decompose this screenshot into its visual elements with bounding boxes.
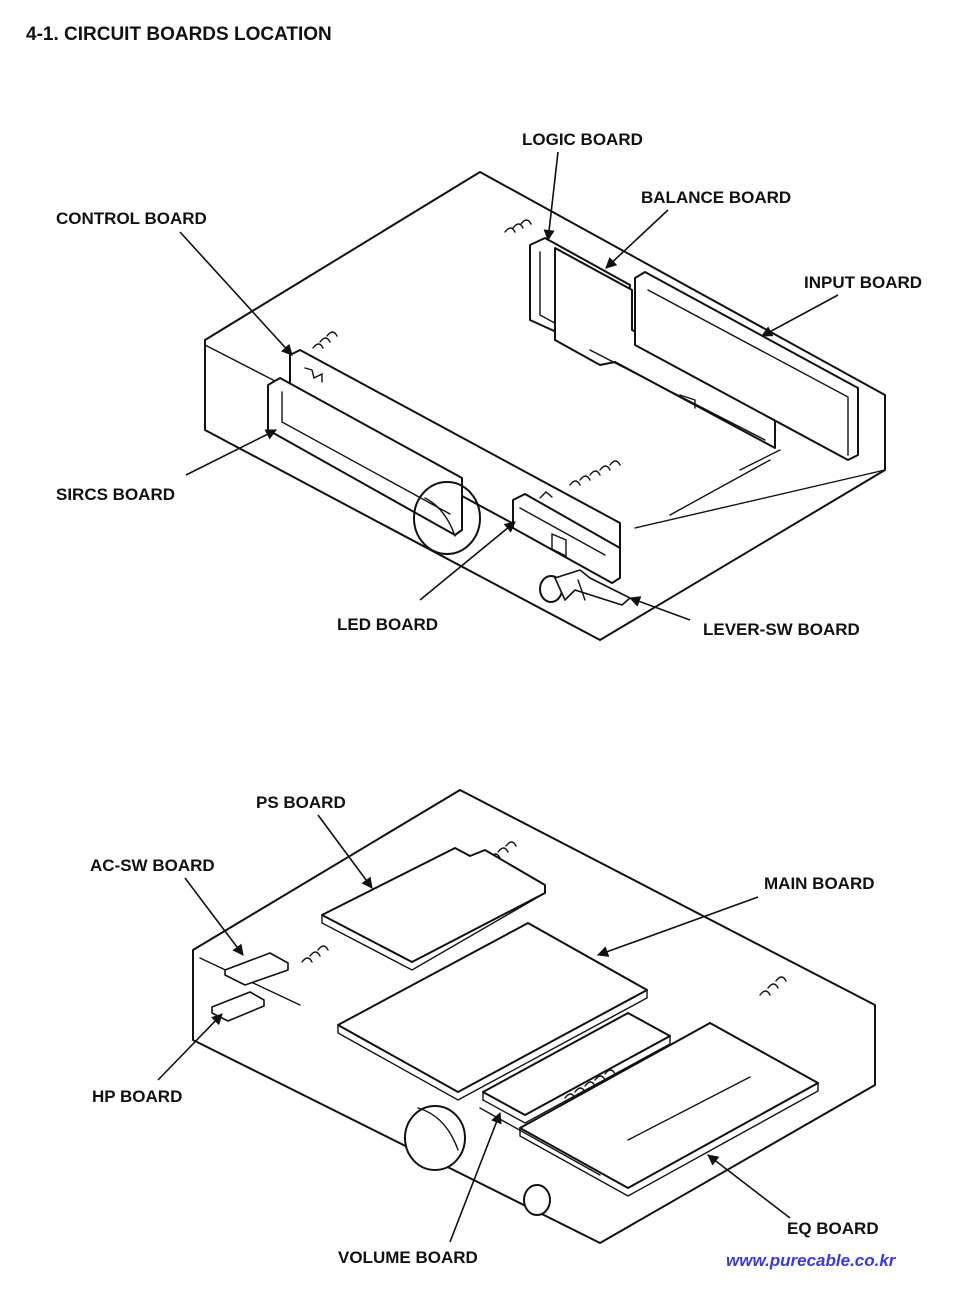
lever-sw-board bbox=[539, 569, 631, 606]
watermark-url: www.purecable.co.kr bbox=[726, 1251, 897, 1270]
ac-sw-board-label: AC-SW BOARD bbox=[90, 856, 215, 875]
hp-board-label: HP BOARD bbox=[92, 1087, 182, 1106]
lever-sw-board-label: LEVER-SW BOARD bbox=[703, 620, 860, 639]
logic-board-label: LOGIC BOARD bbox=[522, 130, 643, 149]
hp-board bbox=[211, 991, 265, 1022]
control-board-label: CONTROL BOARD bbox=[56, 209, 207, 228]
volume-knob bbox=[404, 1105, 466, 1171]
top-chassis-right-edge bbox=[634, 469, 886, 529]
main-board-label: MAIN BOARD bbox=[764, 874, 875, 893]
bottom-chassis-outline bbox=[192, 789, 876, 1244]
input-board bbox=[634, 271, 859, 461]
bottom-leader-lines bbox=[157, 814, 791, 1243]
top-unit-illustration bbox=[204, 171, 886, 641]
bottom-unit-illustration bbox=[192, 789, 876, 1244]
ps-board-label: PS BOARD bbox=[256, 793, 346, 812]
knob-circle bbox=[413, 481, 481, 555]
top-leader-lines bbox=[179, 151, 839, 621]
input-board-label: INPUT BOARD bbox=[804, 273, 922, 292]
volume-board bbox=[482, 1012, 671, 1124]
ps-board bbox=[321, 847, 546, 971]
volume-board-label: VOLUME BOARD bbox=[338, 1248, 478, 1267]
bottom-vent-marks bbox=[301, 841, 787, 996]
page-title: 4-1. CIRCUIT BOARDS LOCATION bbox=[26, 24, 332, 45]
balance-board-label: BALANCE BOARD bbox=[641, 188, 791, 207]
eq-board bbox=[519, 1022, 819, 1197]
sircs-board-label: SIRCS BOARD bbox=[56, 485, 175, 504]
small-knob bbox=[523, 1184, 551, 1216]
led-board-label: LED BOARD bbox=[337, 615, 438, 634]
ac-sw-board bbox=[224, 952, 289, 986]
main-board bbox=[337, 922, 648, 1101]
eq-board-label: EQ BOARD bbox=[787, 1219, 879, 1238]
